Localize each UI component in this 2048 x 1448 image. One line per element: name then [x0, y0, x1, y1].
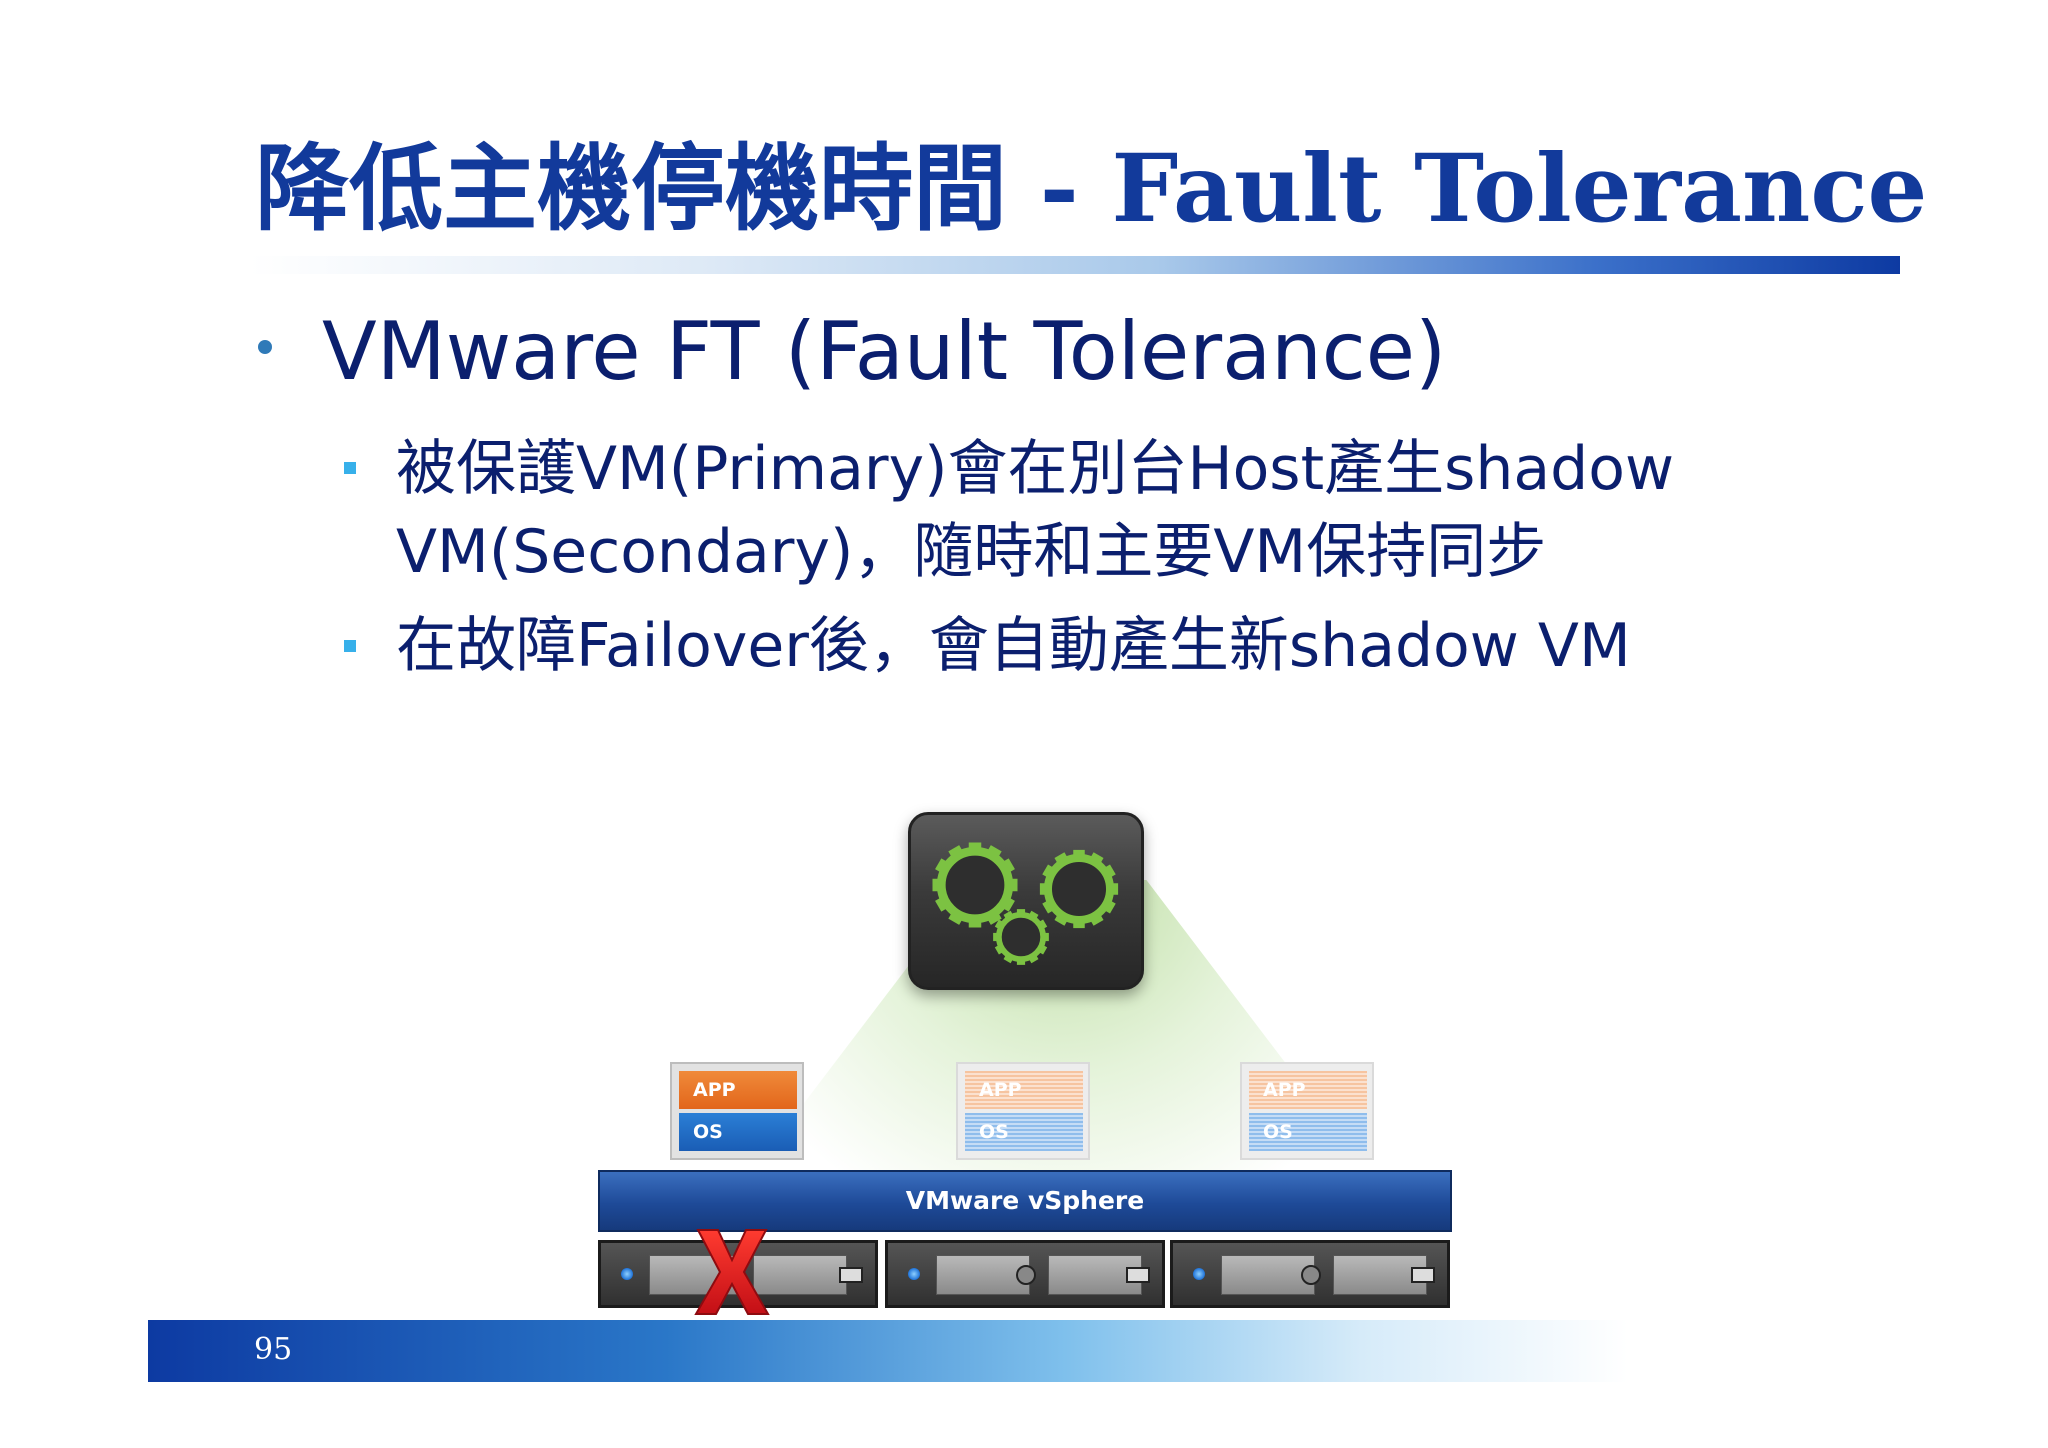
server-port-icon: [1411, 1267, 1435, 1283]
sub-bullet-2: 在故障Failover後，會自動產生新shadow VM: [396, 611, 1631, 681]
page-number: 95: [254, 1332, 293, 1367]
main-bullet: VMware FT (Fault Tolerance): [322, 305, 1447, 398]
sub-bullet-1: 被保護VM(Primary)會在別台Host產生shadow VM(Second…: [396, 434, 1675, 587]
vm-os-layer: OS: [679, 1113, 797, 1151]
vm-app-layer: APP: [1249, 1071, 1367, 1109]
vm-primary: APP OS: [670, 1062, 804, 1160]
vm-app-layer: APP: [679, 1071, 797, 1109]
server-led-icon: [908, 1268, 920, 1280]
footer-bar: [148, 1320, 1628, 1382]
drive-bay: [936, 1255, 1030, 1295]
gear-small-icon: [993, 909, 1049, 965]
server-led-icon: [621, 1268, 633, 1280]
server-port-icon: [1126, 1267, 1150, 1283]
server-led-icon: [1193, 1268, 1205, 1280]
vm-app-layer: APP: [965, 1071, 1083, 1109]
server-host: [885, 1240, 1165, 1308]
title-underline-bar: [250, 256, 1900, 274]
failure-x-icon: [694, 1229, 770, 1315]
server-knob-icon: [1016, 1265, 1036, 1285]
bullet-dot-icon: [258, 340, 272, 354]
gears-icon: [911, 815, 1141, 987]
vm-shadow: APP OS: [956, 1062, 1090, 1160]
vsphere-platform-bar: VMware vSphere: [598, 1170, 1452, 1232]
drive-bay: [1221, 1255, 1315, 1295]
sub-bullet-square-icon: [344, 462, 356, 474]
server-host: [1170, 1240, 1450, 1308]
vm-os-layer: OS: [1249, 1113, 1367, 1151]
server-knob-icon: [1301, 1265, 1321, 1285]
gear-right-icon: [1040, 850, 1118, 928]
server-port-icon: [839, 1267, 863, 1283]
sub-bullet-square-icon: [344, 640, 356, 652]
vm-os-layer: OS: [965, 1113, 1083, 1151]
slide-title: 降低主機停機時間 - Fault Tolerance: [255, 134, 1928, 244]
drive-bay: [753, 1255, 847, 1295]
vm-shadow: APP OS: [1240, 1062, 1374, 1160]
ft-gears-box: [908, 812, 1144, 990]
